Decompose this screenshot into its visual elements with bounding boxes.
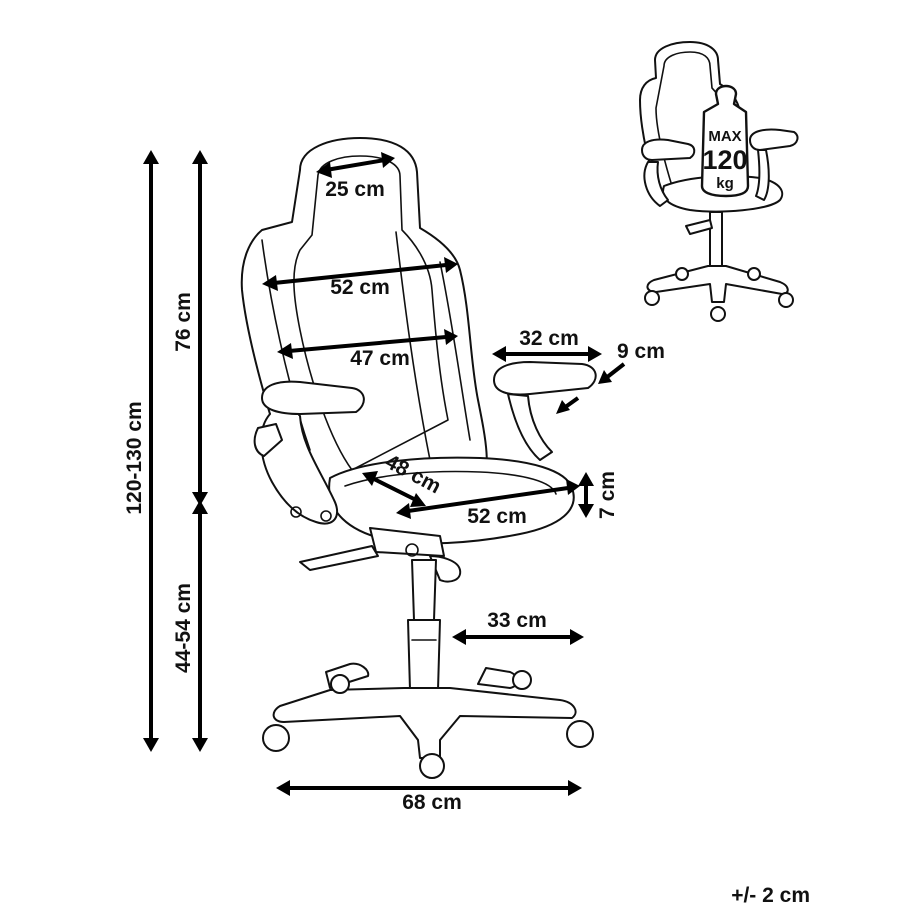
armrest-length-label: 32 cm	[519, 327, 579, 350]
seat-thickness-label: 7 cm	[596, 471, 619, 519]
tolerance-note: +/- 2 cm	[731, 884, 810, 907]
max-label: MAX	[708, 128, 741, 145]
chair-illustration	[240, 137, 597, 779]
dimension-arrows	[143, 150, 626, 796]
total-height-label: 120-130 cm	[123, 401, 146, 514]
lower-back-width-label: 47 cm	[350, 347, 410, 370]
headrest-width-label: 25 cm	[325, 178, 385, 201]
upper-back-width-label: 52 cm	[330, 276, 390, 299]
max-weight-badge: MAX 120 kg	[700, 84, 750, 198]
max-weight-value: 120	[702, 145, 747, 175]
seat-width-label: 52 cm	[467, 505, 527, 528]
seat-height-label: 44-54 cm	[172, 583, 195, 673]
dimension-labels: 25 cm 52 cm 47 cm 32 cm 9 cm 48 cm 52 cm…	[123, 178, 810, 907]
armrest-width-label: 9 cm	[617, 340, 665, 363]
base-radius-label: 33 cm	[487, 609, 547, 632]
max-weight-unit: kg	[716, 175, 734, 192]
backrest-height-label: 76 cm	[172, 292, 195, 352]
base-width-label: 68 cm	[402, 791, 462, 814]
